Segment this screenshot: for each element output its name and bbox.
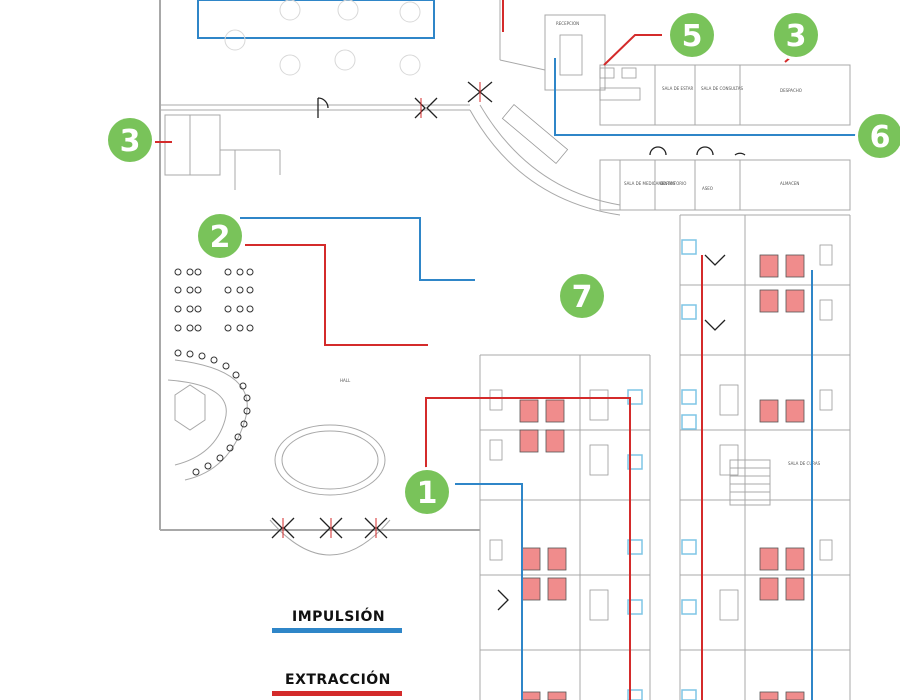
extract-ducts	[155, 0, 793, 700]
svg-text:7: 7	[572, 280, 593, 315]
walls	[159, 0, 851, 700]
room-label-hall: HALL	[340, 378, 351, 383]
room-labels: HALL RECEPCION SALA DE ESTAR SALA DE CON…	[340, 21, 821, 466]
badge-7: 7	[557, 271, 607, 321]
extract-duct-1	[425, 397, 631, 700]
svg-text:5: 5	[682, 19, 703, 54]
badge-3-left: 3	[105, 115, 155, 165]
room-label-e: DORMITORIO	[660, 181, 686, 186]
legend-supply-swatch	[272, 628, 402, 633]
room-label-a: SALA DE ESTAR	[662, 86, 693, 91]
room-label-c: DESPACHO	[780, 88, 802, 93]
legend-extract-label: EXTRACCIÓN	[285, 672, 391, 688]
beds	[519, 254, 805, 700]
legend-supply-label: IMPULSIÓN	[292, 609, 386, 625]
svg-text:3: 3	[120, 124, 141, 159]
badge-2: 2	[195, 211, 245, 261]
supply-duct-2	[240, 217, 475, 281]
extract-duct-2	[245, 244, 428, 346]
svg-text:6: 6	[870, 120, 891, 155]
extract-duct-5	[603, 34, 662, 66]
room-label-recepcion: RECEPCION	[556, 21, 579, 26]
svg-text:1: 1	[417, 476, 438, 511]
supply-duct-1	[455, 483, 523, 700]
lounge-furniture	[174, 268, 254, 476]
room-label-f: ASEO	[702, 186, 713, 191]
room-label-b: SALA DE CONSULTAS	[701, 86, 744, 91]
room-label-h: SALA DE CURAS	[788, 461, 821, 466]
badge-5: 5	[667, 10, 717, 60]
svg-text:2: 2	[210, 220, 231, 255]
svg-text:3: 3	[786, 19, 807, 54]
supply-ducts	[240, 58, 860, 700]
supply-duct-6	[554, 58, 860, 136]
doors	[271, 81, 746, 611]
legend-extract-swatch	[272, 691, 402, 696]
room-label-g: ALMACEN	[780, 181, 799, 186]
badge-6: 6	[855, 111, 900, 161]
badge-3-top: 3	[771, 10, 821, 60]
room-label-d: SALA DE MEDICAMENTOS	[624, 181, 676, 186]
badge-1: 1	[402, 467, 452, 517]
bathroom-fixtures	[627, 239, 697, 700]
